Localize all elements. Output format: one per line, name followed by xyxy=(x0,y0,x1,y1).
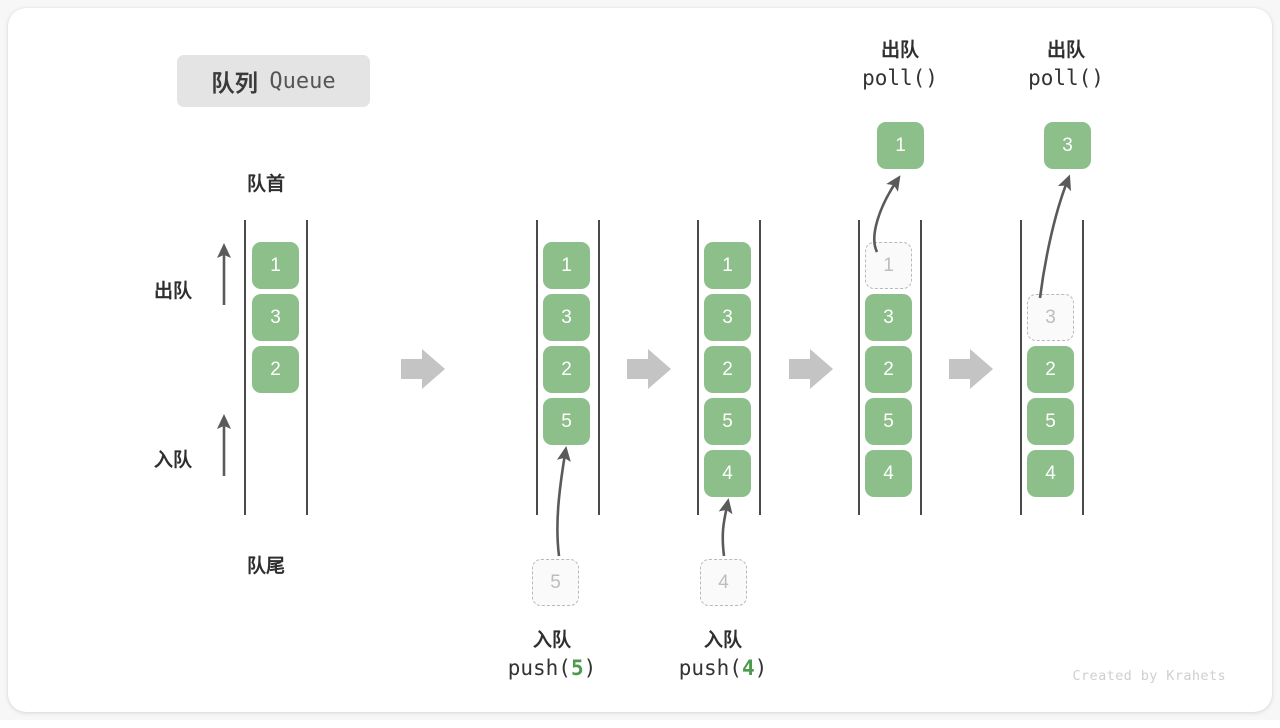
op-code-prefix: poll( xyxy=(862,66,926,91)
operation-label-push-5: 入队 push(5) xyxy=(457,628,647,683)
node-stage-4-2: 2 xyxy=(865,346,912,393)
credit-text: Created by Krahets xyxy=(1072,668,1226,684)
operation-cn-poll-3: 出队 xyxy=(1046,40,1085,61)
rail-left-stage-2 xyxy=(536,220,538,515)
enqueue-direction-label: 入队 xyxy=(154,450,193,471)
op-code-arg: 4 xyxy=(741,656,755,681)
operation-cn-poll-1: 出队 xyxy=(880,40,919,61)
node-stage-1-1: 3 xyxy=(252,294,299,341)
op-code-suffix: ) xyxy=(925,66,938,91)
queue-front-label: 队首 xyxy=(247,174,286,195)
push-arrow-5 xyxy=(556,446,571,557)
ghost-popped-1: 1 xyxy=(865,242,912,289)
node-stage-5-1: 2 xyxy=(1027,346,1074,393)
push-arrow-4 xyxy=(718,498,733,557)
ghost-incoming-5: 5 xyxy=(532,559,579,606)
operation-label-poll-3: 出队 poll() xyxy=(976,38,1156,93)
operation-cn-push-4: 入队 xyxy=(703,630,742,651)
title-chinese: 队列 xyxy=(211,70,259,96)
dequeue-direction-label: 出队 xyxy=(154,281,193,302)
operation-code-poll-3: poll() xyxy=(976,64,1156,93)
rail-right-stage-3 xyxy=(759,220,761,515)
operation-label-push-4: 入队 push(4) xyxy=(628,628,818,683)
operation-code-push-5: push(5) xyxy=(457,654,647,683)
rail-left-stage-1 xyxy=(244,220,246,515)
node-stage-1-2: 2 xyxy=(252,346,299,393)
title-english: Queue xyxy=(269,68,336,94)
node-stage-4-3: 5 xyxy=(865,398,912,445)
node-stage-3-1: 3 xyxy=(704,294,751,341)
node-stage-2-1: 3 xyxy=(543,294,590,341)
rail-left-stage-4 xyxy=(858,220,860,515)
operation-cn-push-5: 入队 xyxy=(532,630,571,651)
node-stage-4-1: 3 xyxy=(865,294,912,341)
arrows-overlay xyxy=(216,174,1072,557)
rail-right-stage-4 xyxy=(920,220,922,515)
node-stage-5-3: 4 xyxy=(1027,450,1074,497)
ghost-popped-3: 3 xyxy=(1027,294,1074,341)
op-code-prefix: push( xyxy=(507,656,571,681)
flow-arrow-4 xyxy=(949,349,993,389)
node-stage-3-0: 1 xyxy=(704,242,751,289)
poll-arrow-3 xyxy=(1038,174,1072,299)
outgoing-node-1: 1 xyxy=(877,122,924,169)
node-stage-4-4: 4 xyxy=(865,450,912,497)
node-stage-2-2: 2 xyxy=(543,346,590,393)
node-stage-3-4: 4 xyxy=(704,450,751,497)
node-stage-1-0: 1 xyxy=(252,242,299,289)
rail-right-stage-5 xyxy=(1082,220,1084,515)
op-code-prefix: poll( xyxy=(1028,66,1092,91)
op-code-suffix: ) xyxy=(1091,66,1104,91)
rail-right-stage-2 xyxy=(598,220,600,515)
node-stage-3-2: 2 xyxy=(704,346,751,393)
node-stage-3-3: 5 xyxy=(704,398,751,445)
queue-rear-label: 队尾 xyxy=(247,556,286,577)
flow-arrow-3 xyxy=(789,349,833,389)
op-code-suffix: ) xyxy=(754,656,768,681)
flow-arrow-2 xyxy=(627,349,671,389)
rail-right-stage-1 xyxy=(306,220,308,515)
flow-arrow-1 xyxy=(401,349,445,389)
op-code-arg: 5 xyxy=(570,656,584,681)
operation-code-poll-1: poll() xyxy=(810,64,990,93)
node-stage-5-2: 5 xyxy=(1027,398,1074,445)
diagram-card: 队列 Queue 队首 队尾 出队 入队 1 3 2 1 3 2 5 5 入队 … xyxy=(8,8,1272,712)
rail-left-stage-5 xyxy=(1020,220,1022,515)
operation-label-poll-1: 出队 poll() xyxy=(810,38,990,93)
ghost-incoming-4: 4 xyxy=(700,559,747,606)
node-stage-2-3: 5 xyxy=(543,398,590,445)
op-code-suffix: ) xyxy=(583,656,597,681)
op-code-prefix: push( xyxy=(678,656,742,681)
operation-code-push-4: push(4) xyxy=(628,654,818,683)
outgoing-node-3: 3 xyxy=(1044,122,1091,169)
title-badge: 队列 Queue xyxy=(177,55,370,107)
node-stage-2-0: 1 xyxy=(543,242,590,289)
rail-left-stage-3 xyxy=(697,220,699,515)
